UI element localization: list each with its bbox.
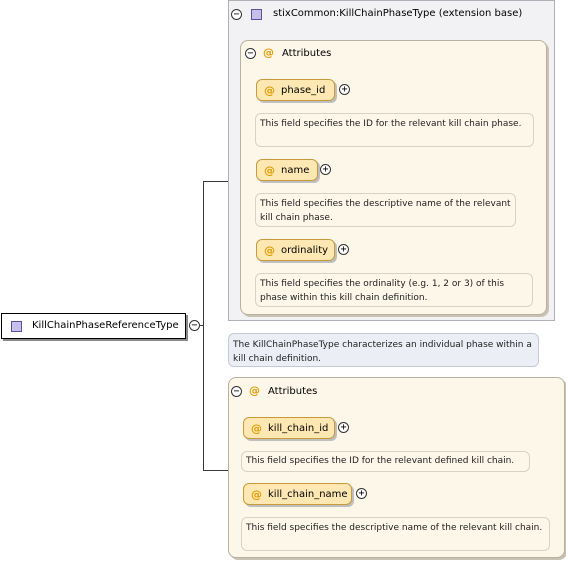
attribute-name-node[interactable]: @ name [256,159,318,181]
extension-doc: The KillChainPhaseType characterizes an … [228,333,539,367]
extension-title: stixCommon:KillChainPhaseType (extension… [273,8,523,19]
attribute-doc: This field specifies the ordinality (e.g… [255,273,533,307]
expand-toggle[interactable]: + [338,422,349,433]
attribute-name: ordinality [281,245,329,256]
attribute-name: kill_chain_name [268,489,348,500]
attribute-group-icon: @ [249,384,260,397]
attribute-name: name [281,165,310,176]
extension-collapse-toggle[interactable]: − [231,9,242,20]
connector-line [203,181,204,471]
attribute-group-icon: @ [263,46,274,59]
attribute-icon: @ [251,422,262,435]
attribute-icon: @ [264,84,275,97]
attribute-name: kill_chain_id [268,423,329,434]
attribute-name: phase_id [281,85,326,96]
attributes-collapse-toggle[interactable]: − [231,386,242,397]
attributes-group-title: Attributes [268,386,318,397]
attribute-phase-id[interactable]: @ phase_id [256,79,335,101]
attribute-icon: @ [264,164,275,177]
complex-type-icon [11,321,22,332]
attributes-group-title: Attributes [282,48,332,59]
expand-toggle[interactable]: + [338,244,349,255]
attribute-icon: @ [264,244,275,257]
complex-type-icon [251,9,262,20]
root-type-label: KillChainPhaseReferenceType [32,320,179,331]
connector-line [203,470,229,471]
root-collapse-toggle[interactable]: − [189,320,200,331]
expand-toggle[interactable]: + [356,488,367,499]
attribute-doc: This field specifies the descriptive nam… [241,517,550,551]
attribute-ordinality[interactable]: @ ordinality [256,239,335,261]
attribute-icon: @ [251,488,262,501]
expand-toggle[interactable]: + [339,84,350,95]
expand-toggle[interactable]: + [320,164,331,175]
attribute-kill-chain-id[interactable]: @ kill_chain_id [243,417,335,439]
attributes-collapse-toggle[interactable]: − [245,48,256,59]
attribute-doc: This field specifies the descriptive nam… [255,193,516,227]
attribute-doc: This field specifies the ID for the rele… [255,113,534,147]
root-type-node[interactable]: KillChainPhaseReferenceType [1,313,186,339]
attribute-doc: This field specifies the ID for the rele… [241,451,530,472]
connector-line [200,325,204,326]
connector-line [203,181,243,182]
attribute-kill-chain-name[interactable]: @ kill_chain_name [243,483,352,505]
